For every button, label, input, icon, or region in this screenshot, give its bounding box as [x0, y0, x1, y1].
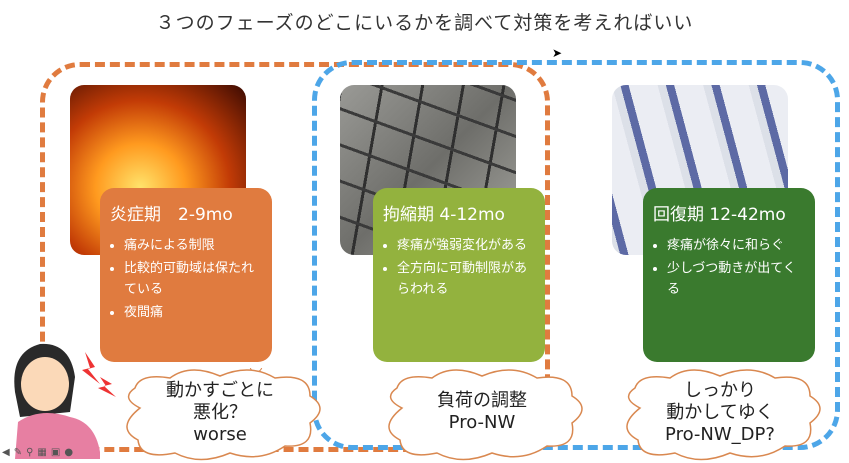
phase-title: 回復期 12-42mo — [653, 205, 786, 225]
phase-title: 炎症期 2-9mo — [110, 205, 233, 225]
cloud-line: 負荷の調整 — [437, 390, 527, 411]
slide-title: ３つのフェーズのどこにいるかを調べて対策を考えればいい — [155, 12, 694, 34]
cloud-line: しっかり — [684, 380, 756, 401]
bullet: 少しづつ動きが出てくる — [667, 258, 805, 300]
phase-card-recovery: 回復期 12-42mo 疼痛が徐々に和らぐ 少しづつ動きが出てくる — [643, 188, 815, 362]
phase-group-frame-orange — [40, 62, 550, 452]
cloud-line: Pro-NW_DP? — [665, 424, 775, 445]
search-icon[interactable]: ⚲ — [26, 447, 34, 458]
pen-icon[interactable]: ✎ — [13, 447, 23, 458]
more-icon[interactable]: ● — [64, 447, 74, 458]
phase-title: 拘縮期 4-12mo — [383, 205, 505, 225]
cloud-line: 動かすごとに — [166, 380, 274, 401]
phase-group-frame-blue — [312, 60, 840, 450]
bullet: 比較的可動域は保たれている — [124, 258, 262, 300]
subtitle-icon[interactable]: ▣ — [50, 447, 61, 458]
phase-card-inflammation: 炎症期 2-9mo 痛みによる制限 比較的可動域は保たれている 夜間痛 — [100, 188, 272, 362]
bullet: 疼痛が徐々に和らぐ — [667, 235, 805, 256]
bullet: 夜間痛 — [124, 302, 262, 323]
shoulder-pain-person-illustration — [14, 343, 116, 459]
bullet: 痛みによる制限 — [124, 235, 262, 256]
back-icon[interactable]: ◀ — [2, 447, 10, 458]
thought-cloud: 動かすごとに悪化？worse — [110, 368, 330, 463]
slides-icon[interactable]: ▦ — [37, 447, 47, 458]
bullet: 疼痛が強弱変化がある — [397, 235, 535, 256]
bullet: 全方向に可動制限があらわれる — [397, 258, 535, 300]
cloud-line: worse — [193, 424, 247, 445]
presentation-toolbar: ◀ ✎ ⚲ ▦ ▣ ● — [2, 447, 73, 458]
cloud-line: 悪化？ — [193, 402, 247, 423]
mouse-cursor-icon: ➤ — [552, 46, 563, 60]
phase-card-frozen: 拘縮期 4-12mo 疼痛が強弱変化がある 全方向に可動制限があらわれる — [373, 188, 545, 362]
cloud-line: Pro-NW — [448, 412, 516, 433]
cloud-line: 動かしてゆく — [666, 402, 774, 423]
